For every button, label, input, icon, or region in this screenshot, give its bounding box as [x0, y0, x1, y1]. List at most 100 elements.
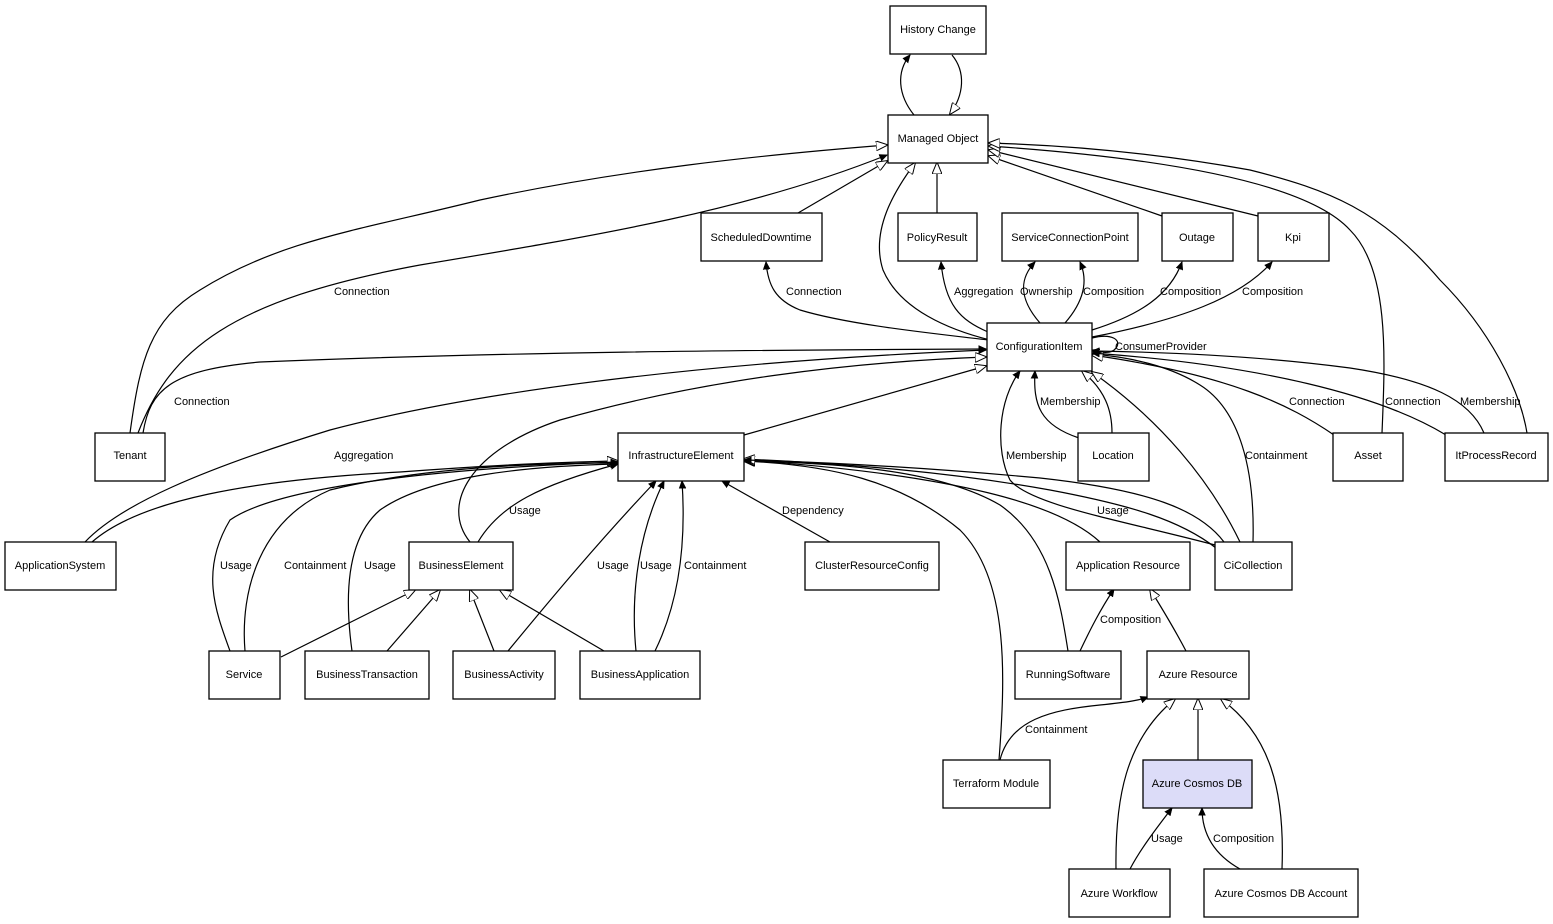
edge-cosmos-db-account-composition-cosmos-db: Composition	[1202, 808, 1274, 870]
node-label: BusinessApplication	[591, 669, 689, 681]
node-label: Application Resource	[1076, 560, 1180, 572]
edge-label-connection: Connection	[1385, 396, 1441, 408]
edge-business-application-usage-ie: Usage	[633, 481, 672, 652]
node-label: Outage	[1179, 232, 1215, 244]
node-business-activity[interactable]: BusinessActivity	[452, 650, 556, 700]
edge-application-system-to-ie	[91, 461, 618, 543]
edge-terraform-module-to-ie	[744, 461, 1004, 761]
edge-cicollection-to-ie	[744, 459, 1217, 549]
node-azure-workflow[interactable]: Azure Workflow	[1068, 868, 1171, 918]
edge-ci-consumer-provider: ConsumerProvider	[1092, 335, 1207, 353]
node-label: History Change	[900, 24, 976, 36]
edge-label-containment: Containment	[1245, 450, 1307, 462]
node-cluster-resource-config[interactable]: ClusterResourceConfig	[804, 541, 940, 591]
edge-label-ownership: Ownership	[1020, 286, 1073, 298]
edge-label-containment: Containment	[284, 560, 346, 572]
node-infrastructure-element[interactable]: InfrastructureElement	[617, 432, 745, 482]
node-label: ConfigurationItem	[996, 341, 1083, 353]
edge-label-usage: Usage	[509, 505, 541, 517]
edge-business-activity-to-business-element	[470, 590, 495, 652]
node-business-element[interactable]: BusinessElement	[408, 541, 514, 591]
edge-cicollection-containment-ci: Containment	[1092, 354, 1307, 543]
edge-asset-to-ci	[1092, 355, 1335, 436]
node-scheduled-downtime[interactable]: ScheduledDowntime	[700, 212, 823, 262]
node-terraform-module[interactable]: Terraform Module	[942, 759, 1051, 809]
node-label: CiCollection	[1224, 560, 1283, 572]
edge-label-membership: Membership	[1006, 450, 1067, 462]
edge-cicollection-usage-ie: Usage	[744, 460, 1225, 543]
edge-label-membership: Membership	[1040, 396, 1101, 408]
edge-label-aggregation: Aggregation	[954, 286, 1013, 298]
node-label: Location	[1092, 450, 1134, 462]
node-policy-result[interactable]: PolicyResult	[897, 212, 978, 262]
edge-label-usage: Usage	[1151, 833, 1183, 845]
edge-label-aggregation: Aggregation	[334, 450, 393, 462]
edge-business-activity-usage-ie: Usage	[507, 481, 656, 652]
node-label: BusinessElement	[419, 560, 504, 572]
edge-ci-scp-composition: Composition	[1064, 262, 1144, 324]
node-label: ServiceConnectionPoint	[1011, 232, 1128, 244]
node-ci-collection[interactable]: CiCollection	[1214, 541, 1293, 591]
edge-cicollection-to-ci	[1092, 372, 1241, 543]
node-business-transaction[interactable]: BusinessTransaction	[304, 650, 430, 700]
node-label: Azure Cosmos DB Account	[1215, 888, 1348, 900]
edge-label-usage: Usage	[364, 560, 396, 572]
edge-label-composition: Composition	[1100, 614, 1161, 626]
edge-tenant-to-managed-object	[129, 145, 887, 434]
edge-label-usage: Usage	[1097, 505, 1129, 517]
edge-azure-workflow-to-azure-resource	[1115, 699, 1175, 870]
node-outage[interactable]: Outage	[1161, 212, 1234, 262]
edge-business-application-to-business-element	[500, 590, 605, 652]
node-history-change[interactable]: History Change	[889, 5, 987, 55]
node-label: PolicyResult	[907, 232, 968, 244]
edge-label-composition: Composition	[1213, 833, 1274, 845]
node-label: ClusterResourceConfig	[815, 560, 929, 572]
node-asset[interactable]: Asset	[1332, 432, 1404, 482]
node-service-connection-point[interactable]: ServiceConnectionPoint	[1001, 212, 1139, 262]
edge-azure-cosmos-db-account-to-azure-resource	[1221, 699, 1283, 870]
edge-application-resource-to-ie	[744, 460, 1101, 543]
node-kpi[interactable]: Kpi	[1257, 212, 1330, 262]
node-service[interactable]: Service	[208, 650, 281, 700]
edge-history-link	[900, 55, 963, 115]
node-business-application[interactable]: BusinessApplication	[579, 650, 701, 700]
edge-terraform-module-containment-azure-resource: Containment	[999, 697, 1148, 761]
node-it-process-record[interactable]: ItProcessRecord	[1444, 432, 1549, 482]
node-label: ScheduledDowntime	[711, 232, 812, 244]
edge-label-usage: Usage	[597, 560, 629, 572]
edge-asset-to-managed-object	[989, 146, 1385, 434]
node-label: InfrastructureElement	[628, 450, 733, 462]
node-label: Asset	[1354, 450, 1382, 462]
node-azure-cosmos-db-account[interactable]: Azure Cosmos DB Account	[1203, 868, 1359, 918]
node-location[interactable]: Location	[1077, 432, 1150, 482]
node-configuration-item[interactable]: ConfigurationItem	[986, 322, 1093, 372]
node-running-software[interactable]: RunningSoftware	[1014, 650, 1122, 700]
edge-business-transaction-usage-ie: Usage	[347, 464, 618, 652]
edge-ci-scheduled-downtime: Connection	[766, 262, 989, 341]
edge-tenant-connection-ci: Connection	[142, 349, 986, 434]
edge-infrastructure-element-to-ci	[743, 366, 986, 436]
edge-application-system-aggregation-ci: Aggregation	[84, 350, 986, 543]
edge-label-usage: Usage	[220, 560, 252, 572]
node-azure-resource[interactable]: Azure Resource	[1146, 650, 1250, 700]
edge-asset-connection-ci: Connection	[1289, 396, 1345, 408]
node-label: Managed Object	[898, 133, 979, 145]
node-label: RunningSoftware	[1026, 669, 1110, 681]
node-managed-object[interactable]: Managed Object	[887, 114, 989, 164]
edge-cicollection-membership-ci: Membership	[1000, 371, 1216, 546]
node-application-system[interactable]: ApplicationSystem	[4, 541, 117, 591]
edge-scheduled-downtime-to-managed-object	[797, 161, 887, 214]
edge-label-usage: Usage	[640, 560, 672, 572]
node-label: Terraform Module	[953, 778, 1039, 790]
edge-label-composition: Composition	[1160, 286, 1221, 298]
edge-location-membership-ci: Membership	[1035, 371, 1101, 439]
edge-ci-scp-ownership: Ownership	[1020, 262, 1073, 324]
edge-location-to-ci	[1082, 371, 1113, 434]
node-application-resource[interactable]: Application Resource	[1065, 541, 1191, 591]
edge-label-containment: Containment	[684, 560, 746, 572]
edge-azure-resource-to-app-resource	[1150, 589, 1187, 652]
edge-service-usage-ie: Usage	[212, 462, 618, 652]
edge-outage-to-managed-object	[989, 156, 1163, 217]
node-tenant[interactable]: Tenant	[94, 432, 166, 482]
node-azure-cosmos-db[interactable]: Azure Cosmos DB	[1142, 759, 1253, 809]
